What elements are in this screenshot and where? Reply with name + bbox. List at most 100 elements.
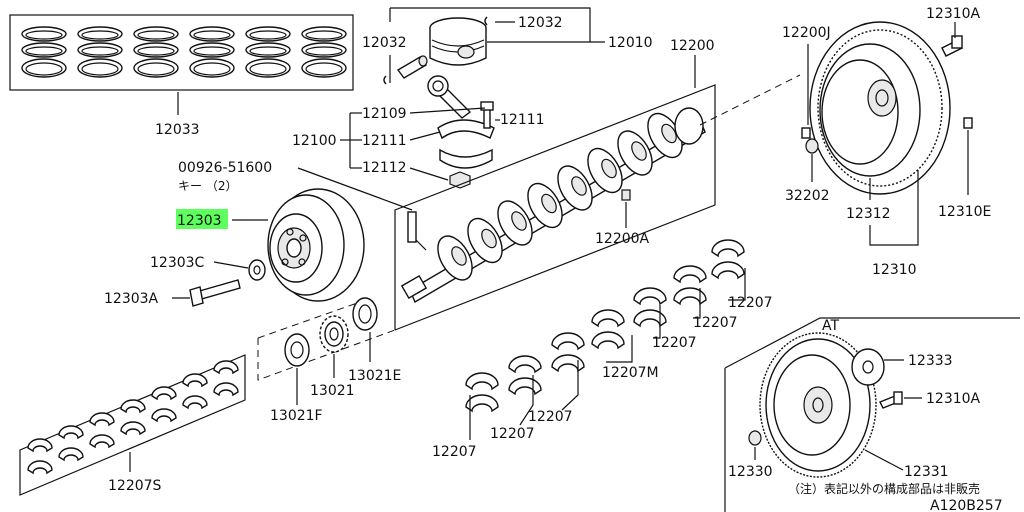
label-12310a-bottom[interactable]: 12310A (926, 391, 981, 407)
label-12200[interactable]: 12200 (670, 38, 715, 54)
bearing-shell (673, 287, 707, 306)
crank-web (617, 130, 653, 176)
label-12303a[interactable]: 12303A (104, 291, 159, 307)
label-12032-left[interactable]: 12032 (362, 35, 407, 51)
snap-ring-bottom[interactable] (383, 75, 387, 85)
crank-web (497, 200, 533, 246)
key[interactable] (407, 211, 417, 243)
piston[interactable] (429, 17, 487, 66)
label-12112[interactable]: 12112 (362, 160, 407, 176)
rod-bolt[interactable] (480, 101, 494, 129)
label-12111-right[interactable]: 12111 (500, 112, 545, 128)
piston-ring (301, 42, 347, 58)
seal-13021f[interactable] (284, 333, 310, 367)
label-12310a-top[interactable]: 12310A (926, 6, 981, 22)
crank-web (557, 165, 593, 211)
thrust-bearing-frame (19, 354, 246, 496)
bearing-shell (551, 332, 585, 351)
thrust-shell (151, 386, 177, 401)
label-13021e[interactable]: 13021E (348, 368, 401, 384)
label-12303[interactable]: 12303 (177, 213, 222, 229)
label-12207-d[interactable]: 12207 (528, 409, 573, 425)
crank-web (527, 182, 563, 229)
label-13021[interactable]: 13021 (310, 383, 355, 399)
spacer-12330[interactable] (748, 430, 762, 446)
piston-ring (301, 26, 347, 42)
piston-ring (21, 42, 67, 58)
bolt-12310a-bottom[interactable] (879, 391, 903, 409)
thrust-shell (182, 373, 208, 388)
crankshaft[interactable] (400, 107, 706, 304)
snap-ring-top[interactable] (484, 16, 488, 26)
label-key-qty[interactable]: キー （2） (178, 179, 237, 193)
bearing-shell (633, 309, 667, 328)
label-12330[interactable]: 12330 (728, 464, 773, 480)
label-13021f[interactable]: 13021F (270, 408, 323, 424)
bearing-shell (508, 355, 542, 374)
crank-web (437, 235, 473, 281)
label-12207-e[interactable]: 12207 (490, 426, 535, 442)
bearing-shell (465, 372, 499, 391)
highlight-12303 (176, 209, 228, 229)
label-at[interactable]: AT (822, 318, 839, 334)
piston-ring (21, 26, 67, 42)
label-12331[interactable]: 12331 (904, 464, 949, 480)
crankshaft-frame (394, 84, 716, 331)
label-12312[interactable]: 12312 (846, 206, 891, 222)
bearing-shell (591, 309, 625, 328)
label-00926-51600[interactable]: 00926-51600 (178, 160, 272, 176)
washer-13021e[interactable] (352, 297, 378, 331)
label-12010[interactable]: 12010 (608, 35, 653, 51)
thrust-shell (58, 425, 84, 440)
pulley-bolt-12303a[interactable] (189, 279, 241, 307)
label-12200a[interactable]: 12200A (595, 231, 650, 247)
dowel-12200j[interactable] (801, 127, 811, 139)
label-12333[interactable]: 12333 (908, 353, 953, 369)
label-12303c[interactable]: 12303C (150, 255, 205, 271)
pin-12310e[interactable] (963, 117, 973, 129)
piston-ring (133, 26, 179, 42)
washer-12303c[interactable] (248, 259, 266, 281)
piston-ring (189, 42, 235, 58)
sprocket-13021[interactable] (319, 315, 349, 353)
label-12100[interactable]: 12100 (292, 133, 337, 149)
label-12033[interactable]: 12033 (155, 122, 200, 138)
footer-note: （注）表記以外の構成部品は非販売 (788, 481, 980, 496)
piston-ring (245, 58, 291, 78)
label-12207-b[interactable]: 12207 (693, 315, 738, 331)
main-bearings[interactable] (465, 239, 745, 413)
piston-ring (133, 42, 179, 58)
label-12207s[interactable]: 12207S (108, 478, 162, 494)
bushing-32202[interactable] (805, 138, 819, 154)
bearing-shell (591, 331, 625, 350)
piston-ring (301, 58, 347, 78)
drive-plate-at[interactable] (759, 332, 877, 478)
thrust-shell (58, 447, 84, 462)
pilot-bushing-12200a[interactable] (621, 189, 631, 201)
bolt-12310a-top[interactable] (941, 35, 963, 57)
thrust-shell (151, 408, 177, 423)
plate-12333[interactable] (851, 348, 885, 386)
label-12200j[interactable]: 12200J (782, 25, 831, 41)
thrust-shell (213, 382, 239, 397)
piston-rings-group[interactable] (9, 14, 354, 91)
label-12111-left[interactable]: 12111 (362, 133, 407, 149)
label-12032-right[interactable]: 12032 (518, 15, 563, 31)
label-32202[interactable]: 32202 (785, 188, 830, 204)
piston-ring (77, 58, 123, 78)
crank-pulley[interactable] (267, 188, 365, 302)
label-12310e[interactable]: 12310E (938, 204, 991, 220)
label-12207m[interactable]: 12207M (602, 365, 659, 381)
label-12109[interactable]: 12109 (362, 106, 407, 122)
label-12207-a[interactable]: 12207 (728, 295, 773, 311)
piston-ring (133, 58, 179, 78)
label-12310[interactable]: 12310 (872, 262, 917, 278)
flywheel-mt[interactable] (809, 21, 951, 195)
label-12207-c[interactable]: 12207 (652, 335, 697, 351)
bearing-shell (711, 239, 745, 258)
piston-pin[interactable] (396, 55, 428, 79)
at-frame (724, 317, 1020, 512)
crank-web (647, 112, 683, 159)
label-12207-f[interactable]: 12207 (432, 444, 477, 460)
thrust-bearings[interactable] (27, 360, 239, 475)
